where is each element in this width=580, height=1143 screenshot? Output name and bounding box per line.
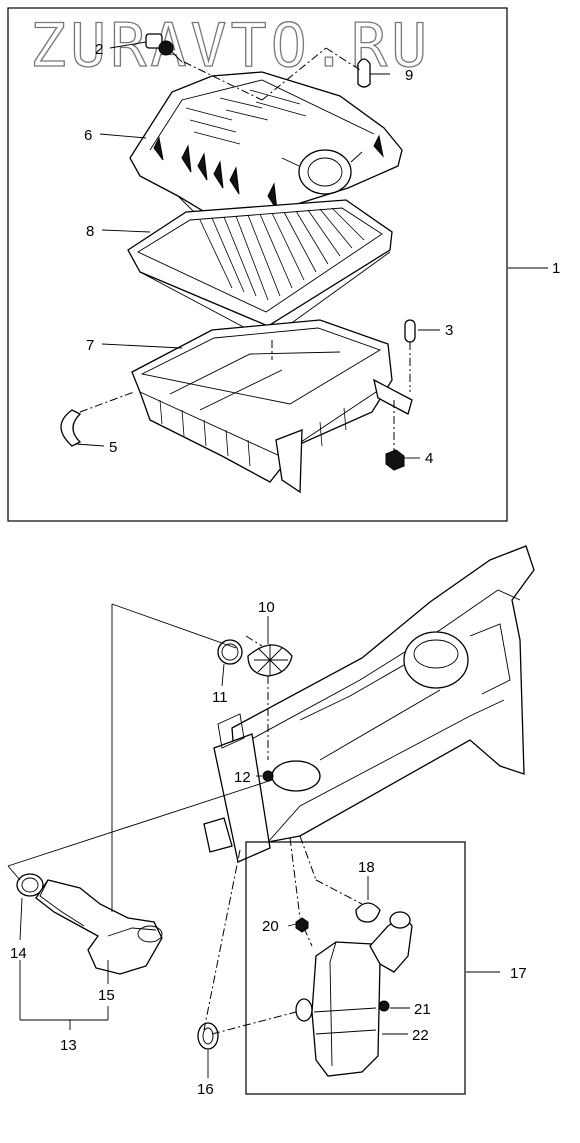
callout-7: 7 bbox=[86, 337, 94, 354]
callout-6: 6 bbox=[84, 127, 92, 144]
callout-16: 16 bbox=[197, 1081, 214, 1098]
callout-4: 4 bbox=[425, 450, 433, 467]
callout-18: 18 bbox=[358, 859, 375, 876]
callout-8: 8 bbox=[86, 223, 94, 240]
callout-11: 11 bbox=[212, 689, 228, 706]
callout-20: 20 bbox=[262, 918, 279, 935]
grommet-3 bbox=[404, 319, 416, 343]
nut-12 bbox=[262, 770, 274, 782]
callout-2: 2 bbox=[95, 41, 103, 58]
callout-21: 21 bbox=[414, 1001, 431, 1018]
air-filter-element bbox=[127, 199, 393, 341]
callout-15: 15 bbox=[98, 987, 115, 1004]
air-cleaner-case bbox=[131, 319, 413, 494]
air-cleaner-cover bbox=[129, 71, 403, 239]
callout-17: 17 bbox=[510, 965, 527, 982]
callout-3: 3 bbox=[445, 322, 453, 339]
callout-9: 9 bbox=[405, 67, 413, 84]
resonator-frame bbox=[245, 841, 466, 1095]
clip-5 bbox=[60, 409, 82, 447]
clip-9 bbox=[357, 58, 371, 88]
callout-22: 22 bbox=[412, 1027, 429, 1044]
ring-11 bbox=[217, 639, 243, 665]
callout-10: 10 bbox=[258, 599, 275, 616]
grommet-16 bbox=[197, 1022, 219, 1050]
inner-fender bbox=[203, 545, 535, 863]
callout-1: 1 bbox=[552, 260, 560, 277]
sensor-2 bbox=[145, 33, 183, 63]
callout-5: 5 bbox=[109, 439, 117, 456]
resonator bbox=[295, 902, 413, 1077]
callout-12: 12 bbox=[234, 769, 251, 786]
assembly-frame bbox=[7, 7, 508, 522]
callout-14: 14 bbox=[10, 945, 27, 962]
watermark: ZURAVTO.RU bbox=[30, 11, 431, 81]
callout-13: 13 bbox=[60, 1037, 77, 1054]
nut-4 bbox=[385, 449, 405, 471]
intake-duct bbox=[16, 873, 163, 975]
callout-labels: 1 2 3 4 5 6 7 8 9 10 11 12 13 14 15 16 1… bbox=[10, 41, 560, 1098]
